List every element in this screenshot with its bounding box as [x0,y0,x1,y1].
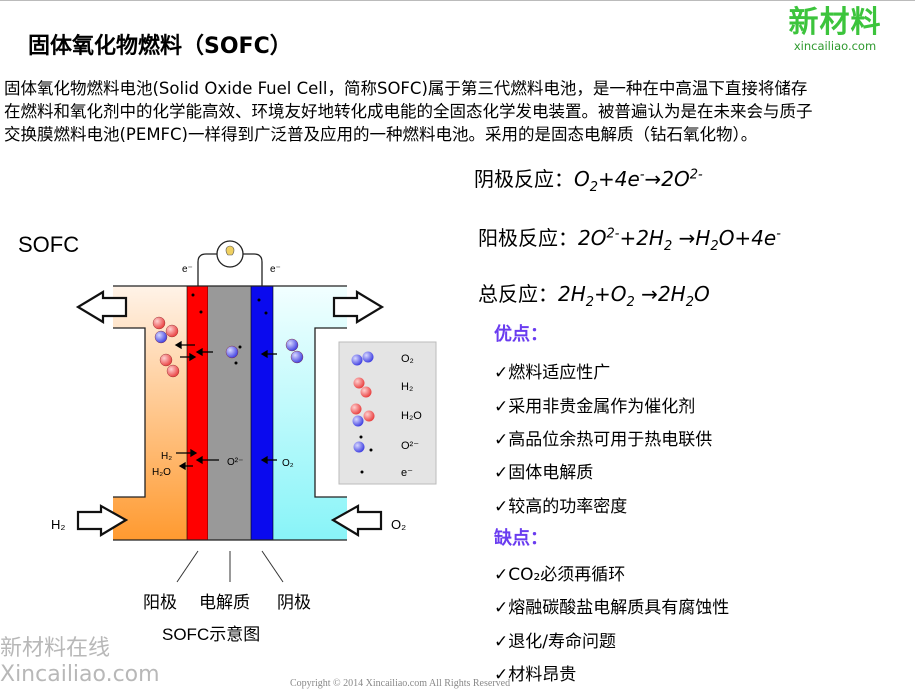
pros-header: 优点： [494,324,548,345]
electrolyte-layer [208,286,251,540]
legend-o2: O₂ [401,353,414,365]
logo-cn: 新材料 [788,5,882,40]
pros-item: ✓较高的功率密度 [494,497,628,517]
oxide-ion-label: O²⁻ [227,457,243,468]
cons-item: ✓CO₂必须再循环 [494,565,626,585]
equation-formula: O2+4e-→2O2- [574,167,703,195]
copyright: Copyright © 2014 Xincailiao.com All Righ… [290,678,511,689]
legend-h2: H₂ [401,381,413,393]
cathode-equation: 阴极反应：O2+4e-→2O2- [474,163,703,195]
pros-item: ✓固体电解质 [494,463,594,483]
legend: O₂ H₂ H₂O O²⁻ e⁻ [338,341,437,485]
intro-paragraph: 固体氧化物燃料电池(Solid Oxide Fuel Cell，简称SOFC)属… [4,77,915,146]
cons-item: ✓熔融碳酸盐电解质具有腐蚀性 [494,598,730,618]
slide-title: 固体氧化物燃料（SOFC） [28,34,292,59]
anode-chamber [113,286,187,540]
equation-label: 阳极反应： [478,226,578,250]
o2-label: O₂ [282,458,294,469]
equation-label: 总反应： [478,282,558,306]
h2o-label: H₂O [152,467,171,478]
h2-label: H₂ [161,451,172,462]
cathode-label: 阴极 [277,593,311,612]
cathode-chamber [273,286,347,540]
anode-equation: 阳极反应：2O2-+2H2 →H2O+4e- [478,222,781,254]
diagram-title: SOFC [18,232,79,257]
para-line: 固体氧化物燃料电池(Solid Oxide Fuel Cell，简称SOFC)属… [4,79,808,98]
flow-arrows [75,290,385,537]
cons-item: ✓退化/寿命问题 [494,632,616,652]
logo: 新材料 xincailiao.com [775,5,895,53]
cathode-layer [250,285,274,541]
logo-en: xincailiao.com [793,39,877,53]
total-equation: 总反应：2H2+O2 →2H2O [478,278,710,310]
pros-item: ✓高品位余热可用于热电联供 [494,430,713,450]
cons-header: 缺点： [494,528,548,549]
pros-item: ✓采用非贵金属作为催化剂 [494,397,696,417]
anode-layer [186,285,209,541]
equation-label: 阴极反应： [474,167,574,191]
legend-oxide-ion: O²⁻ [401,440,419,452]
electrolyte-label: 电解质 [199,593,250,612]
equation-formula: 2H2+O2 →2H2O [558,282,710,310]
watermark-en: Xincailiao.com [0,662,160,687]
pros-item: ✓燃料适应性广 [494,363,611,383]
top-border [0,0,915,1]
h2-inlet-label: H₂ [51,517,65,532]
electron-label-right: e⁻ [270,264,281,275]
para-line: 在燃料和氧化剂中的化学能高效、环境友好地转化成电能的全固态化学发电装置。被普遍认… [4,102,813,121]
diagram-caption: SOFC示意图 [162,625,260,644]
o2-inlet-label: O₂ [391,517,406,532]
cons-item: ✓材料昂贵 [494,665,577,685]
watermark: 新材料在线 Xincailiao.com [0,636,160,688]
watermark-cn: 新材料在线 [0,636,111,661]
legend-electron: e⁻ [401,467,413,479]
equation-formula: 2O2-+2H2 →H2O+4e- [578,226,781,254]
anode-label: 阳极 [143,593,177,612]
legend-h2o: H₂O [401,410,422,422]
electron-label-left: e⁻ [182,264,193,275]
sofc-diagram: SOFC e⁻ e⁻ H₂ O₂ H₂ H₂O O²⁻ O₂ O₂ H₂ H₂O… [18,232,437,644]
para-line: 交换膜燃料电池(PEMFC)一样得到广泛普及应用的一种燃料电池。采用的是固态电解… [4,125,758,144]
